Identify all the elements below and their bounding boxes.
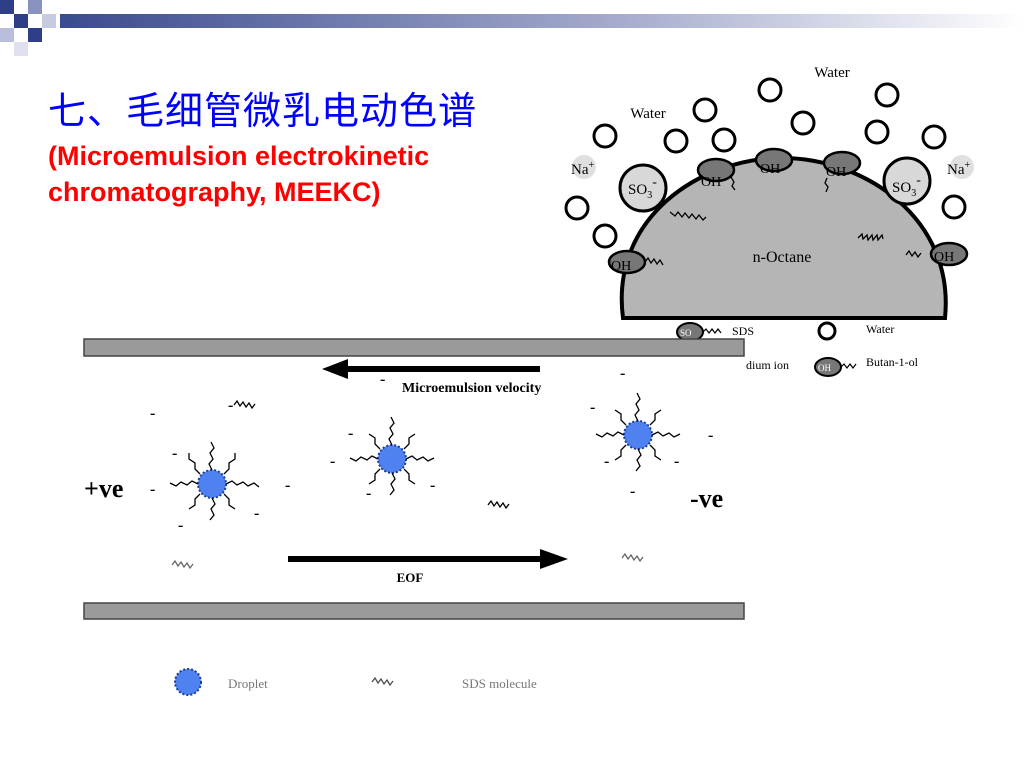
sodium-label-right: Na+ [947, 160, 971, 178]
corner-square [0, 28, 14, 42]
oh-heads [607, 147, 969, 275]
charge-minus: - [620, 365, 625, 382]
charge-minus: - [630, 483, 635, 500]
charge-minus: - [590, 399, 595, 416]
charge-minus: - [285, 477, 290, 494]
charge-minus: - [366, 485, 371, 502]
microemulsion-droplet: - - - - - - [590, 365, 713, 500]
capillary-wall-bottom [83, 602, 745, 620]
corner-square [28, 28, 42, 42]
oh-label: OH [934, 250, 954, 265]
oh-label: OH [760, 162, 780, 177]
charge-minus: - [604, 453, 609, 470]
velocity-arrow-head [322, 359, 348, 379]
charge-minus: - [430, 477, 435, 494]
eof-arrow-head [540, 549, 568, 569]
positive-electrode-label: +ve [84, 474, 123, 503]
header-bar [60, 14, 1024, 28]
legend-surfactant-icon [371, 677, 394, 686]
legend-oh-chip-label: OH [818, 363, 831, 373]
legend-droplet-icon [174, 668, 202, 696]
title-en-line2: chromatography, MEEKC) [48, 177, 381, 207]
slide-title-english: (Microemulsion electrokinetic chromatogr… [48, 138, 429, 210]
sodium-label-left: Na+ [571, 160, 595, 178]
water-label-top: Water [814, 65, 849, 81]
legend-sodium: dium ion [746, 358, 789, 372]
corner-square [14, 42, 28, 56]
microemulsion-droplet: - - - - - - - [150, 397, 290, 534]
so3-head-left [618, 163, 668, 213]
legend-water-icon [817, 321, 837, 341]
so3-head-right [882, 156, 932, 206]
sodium-ion-right [950, 155, 974, 179]
so3-label-left: SO3- [628, 175, 657, 201]
legend-sds: SDS [732, 324, 754, 338]
so3-label-right: SO3- [892, 173, 921, 199]
charge-minus: - [330, 453, 335, 470]
negative-electrode-label: -ve [690, 484, 723, 513]
water-label-left: Water [630, 106, 665, 122]
legend-sds-tail [702, 328, 722, 334]
charge-minus: - [228, 397, 233, 414]
charge-minus: - [150, 481, 155, 498]
microemulsion-droplet: - - - - - [330, 371, 435, 502]
oh-label: OH [611, 259, 631, 274]
corner-square [42, 14, 56, 28]
surfactant-tails [644, 176, 922, 266]
eof-label: EOF [397, 570, 424, 585]
free-surfactant [233, 400, 256, 409]
charge-minus: - [172, 445, 177, 462]
free-surfactant [487, 500, 510, 509]
legend-surfactant-label: SDS molecule [462, 676, 537, 691]
corner-square [14, 14, 28, 28]
charge-minus: - [150, 405, 155, 422]
title-en-line1: (Microemulsion electrokinetic [48, 141, 430, 171]
charge-minus: - [348, 425, 353, 442]
charge-minus: - [708, 427, 713, 444]
legend-droplet-label: Droplet [228, 676, 268, 691]
charge-minus: - [380, 371, 385, 388]
corner-square [28, 0, 42, 14]
water-molecules [564, 77, 967, 249]
charge-minus: - [674, 453, 679, 470]
corner-square [0, 0, 14, 14]
corner-decoration [0, 0, 1024, 56]
sodium-ion-left [572, 155, 596, 179]
core-label: n-Octane [753, 249, 812, 266]
legend-butanol: Butan-1-ol [866, 355, 919, 369]
velocity-label: Microemulsion velocity [402, 381, 541, 396]
legend-butanol-tail [840, 363, 857, 369]
slide-title-chinese: 七、毛细管微乳电动色谱 [48, 89, 478, 133]
charge-minus: - [254, 505, 259, 522]
legend-sds-chip-label: SO [680, 328, 692, 338]
capillary-wall-top [83, 338, 745, 357]
oh-label: OH [701, 175, 721, 190]
oh-label: OH [826, 165, 846, 180]
legend-water: Water [866, 322, 894, 336]
charge-minus: - [178, 517, 183, 534]
